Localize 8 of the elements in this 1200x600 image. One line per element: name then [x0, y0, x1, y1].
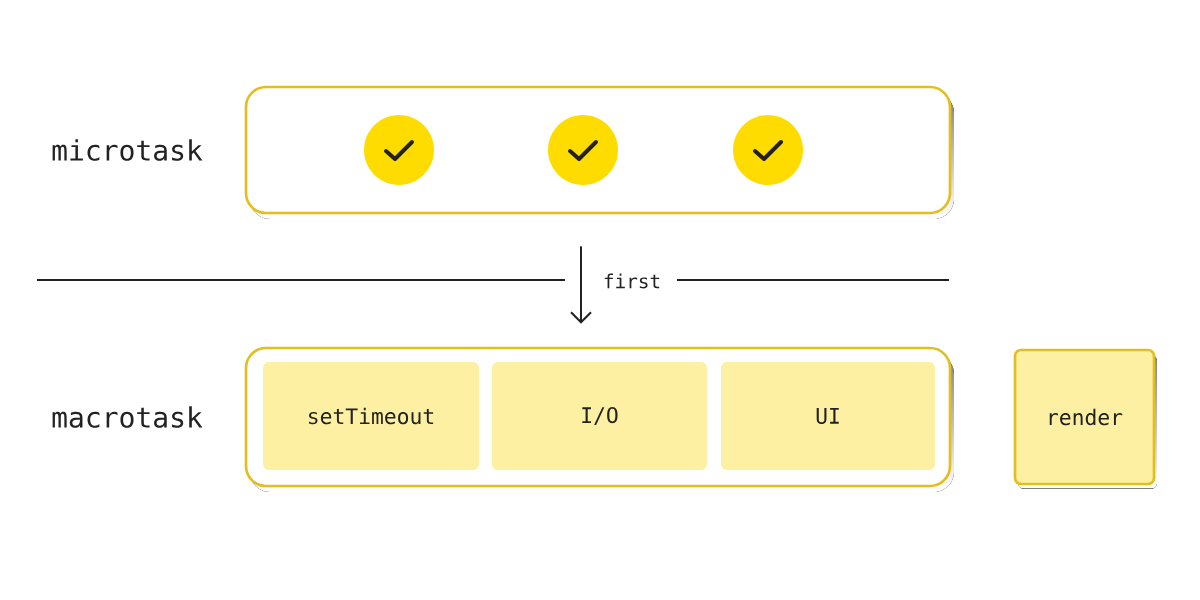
task-cell: I/O — [492, 362, 707, 470]
arrow — [570, 245, 592, 324]
row-label: macrotask — [52, 406, 203, 428]
task-cell: UI — [721, 362, 935, 470]
task-cell: setTimeout — [263, 362, 479, 470]
edge-label: first — [600, 270, 664, 292]
task-box: render — [1013, 348, 1157, 489]
row-label: microtask — [52, 139, 203, 161]
